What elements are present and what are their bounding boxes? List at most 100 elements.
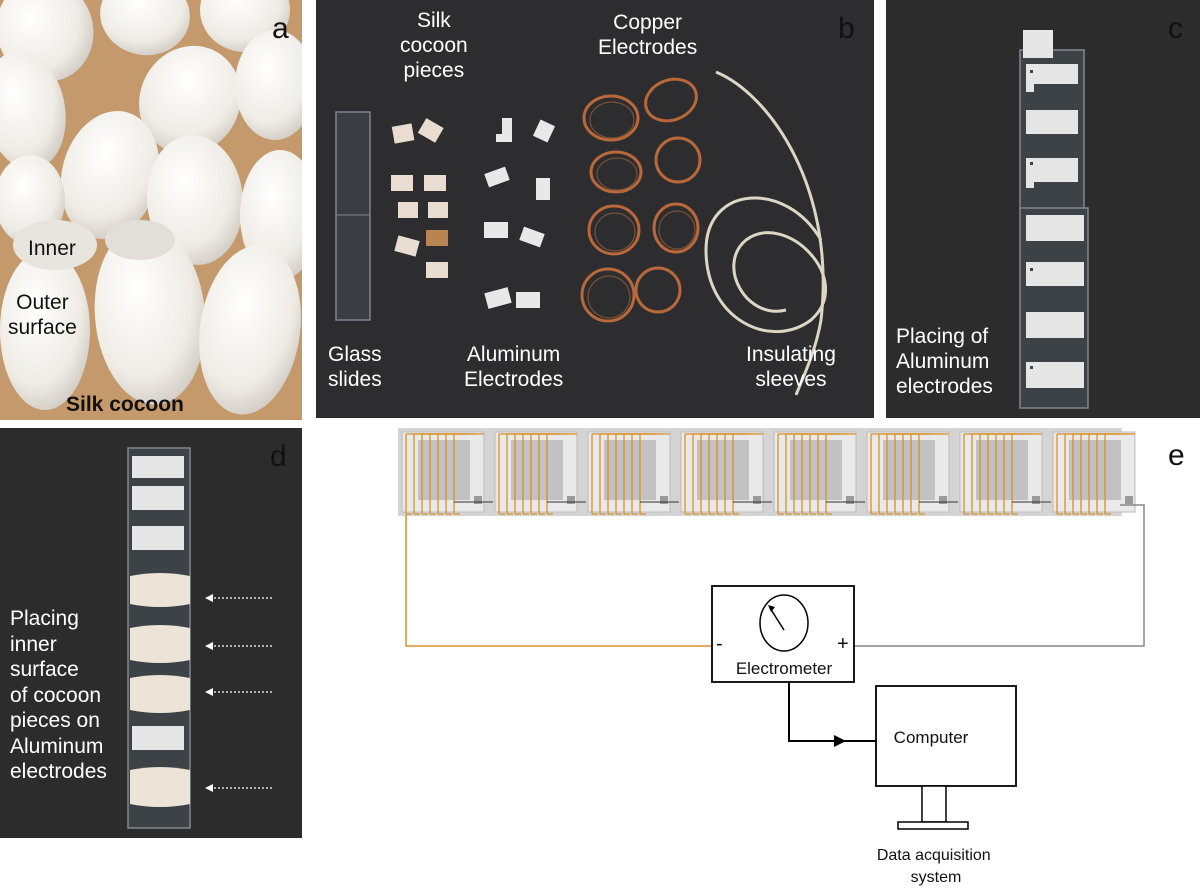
panel-a-photo (0, 0, 302, 420)
copper-coil (644, 77, 698, 123)
aluminum-electrode (484, 222, 508, 238)
aluminum-electrode (1026, 64, 1078, 92)
panel-c-letter: c (1168, 12, 1183, 45)
electrode-plate (976, 440, 1028, 500)
aluminum-electrode (532, 119, 556, 143)
cocoon (100, 0, 190, 56)
electrometer-needle (769, 607, 785, 631)
silk-piece (394, 235, 420, 257)
electrode-plate (790, 440, 842, 500)
aluminum-electrode (536, 178, 550, 200)
electrode-plate (511, 440, 563, 500)
computer-base (897, 821, 969, 830)
copper-coil-turn (1011, 433, 1042, 515)
cocoon-piece (130, 675, 190, 713)
electrode-plate (604, 440, 656, 500)
daq-label: Data acquisition system (877, 847, 995, 886)
electrode-plate (418, 440, 470, 500)
cocoon (0, 50, 66, 170)
panel-b-letter: b (838, 12, 855, 45)
aluminum-electrode (132, 726, 184, 750)
cocoon-piece (130, 767, 190, 807)
panel-d: d Placing inner surface of cocoon pieces… (0, 428, 302, 838)
copper-coil-turn (918, 433, 949, 515)
copper-coil-turn (546, 433, 577, 515)
aluminum-electrode (1026, 158, 1078, 188)
electrometer-plus: + (837, 633, 849, 655)
copper-coil-turn (825, 433, 856, 515)
electrode-plate (697, 440, 749, 500)
panel-b-glass-label: Glass slides (328, 343, 382, 391)
needle-arrowhead-icon (768, 605, 775, 612)
panel-c-placing-label: Placing of Aluminum electrodes (896, 325, 993, 398)
cocoon (0, 250, 90, 410)
panel-c: c Placing of Aluminum electrodes (886, 0, 1200, 418)
silk-piece (426, 230, 448, 246)
panel-a-outer-label: Outer surface (8, 291, 77, 339)
silk-piece (428, 202, 448, 218)
copper-coil (580, 267, 636, 323)
electrometer-dial (759, 594, 809, 652)
cocoon (94, 225, 206, 405)
electrode-contact (474, 496, 482, 504)
aluminum-electrode (484, 166, 510, 188)
cocoon (139, 45, 241, 155)
silk-piece (417, 118, 444, 143)
silk-piece (424, 175, 446, 191)
aluminum-electrode (1026, 215, 1084, 241)
electrode-contact (567, 496, 575, 504)
electrode-contact (846, 496, 854, 504)
electrode-array (398, 428, 1136, 516)
panel-d-placing-label: Placing inner surface of cocoon pieces o… (10, 607, 107, 783)
aluminum-electrode (516, 292, 540, 308)
electrode-contact (660, 496, 668, 504)
silk-piece (391, 123, 415, 144)
copper-coil (634, 266, 682, 314)
copper-coil (654, 136, 702, 184)
positive-wire (854, 504, 1145, 647)
signal-wire (788, 682, 876, 742)
cocoon-piece (130, 625, 190, 663)
aluminum-electrode (496, 118, 512, 142)
panel-a-letter: a (272, 12, 289, 45)
panel-c-photo (1019, 30, 1089, 409)
aluminum-electrode (132, 456, 184, 478)
panel-a: a Inner Outer surface Silk cocoon (0, 0, 302, 420)
aluminum-electrode (1026, 312, 1084, 338)
copper-coil (582, 94, 640, 142)
panel-b-copper-label: Copper Electrodes (598, 11, 698, 59)
copper-coil-turn (639, 433, 670, 515)
aluminum-electrode (1023, 30, 1053, 58)
aluminum-electrode (1026, 362, 1084, 388)
electrode-plate (883, 440, 935, 500)
electrometer-minus: - (716, 633, 723, 655)
aluminum-electrode (484, 287, 512, 309)
panel-d-photo (127, 447, 272, 829)
silk-piece (391, 175, 413, 191)
copper-coil (589, 150, 643, 194)
panel-b-photo (335, 70, 827, 396)
silk-piece (398, 202, 418, 218)
panel-e-schematic: e - + Electrometer Computer Data acquisi… (398, 428, 1185, 886)
aluminum-electrode (132, 486, 184, 510)
cocoon (235, 30, 302, 140)
signal-arrow-icon (834, 735, 846, 747)
panel-b-aluminum-label: Aluminum Electrodes (464, 343, 564, 391)
computer-monitor (875, 685, 1017, 787)
aluminum-electrode (1026, 110, 1078, 134)
electrode-contact (753, 496, 761, 504)
panel-b-sleeves-label: Insulating sleeves (746, 343, 836, 391)
glass-slide (335, 111, 371, 321)
panel-e: e - + Electrometer Computer Data acquisi… (302, 418, 1200, 895)
negative-wire (405, 515, 714, 647)
electrode-contact (939, 496, 947, 504)
computer-neck (921, 785, 947, 823)
panel-e-letter: e (1168, 439, 1185, 472)
aluminum-electrode (519, 226, 545, 248)
copper-coil (652, 202, 700, 254)
panel-b: b Silk cocoon pieces Copper Electrodes G… (316, 0, 874, 418)
panel-a-inner-label: Inner (28, 237, 76, 260)
cocoon-shell (13, 220, 97, 270)
electrometer-label: Electrometer (736, 659, 833, 678)
panel-d-letter: d (270, 440, 287, 473)
